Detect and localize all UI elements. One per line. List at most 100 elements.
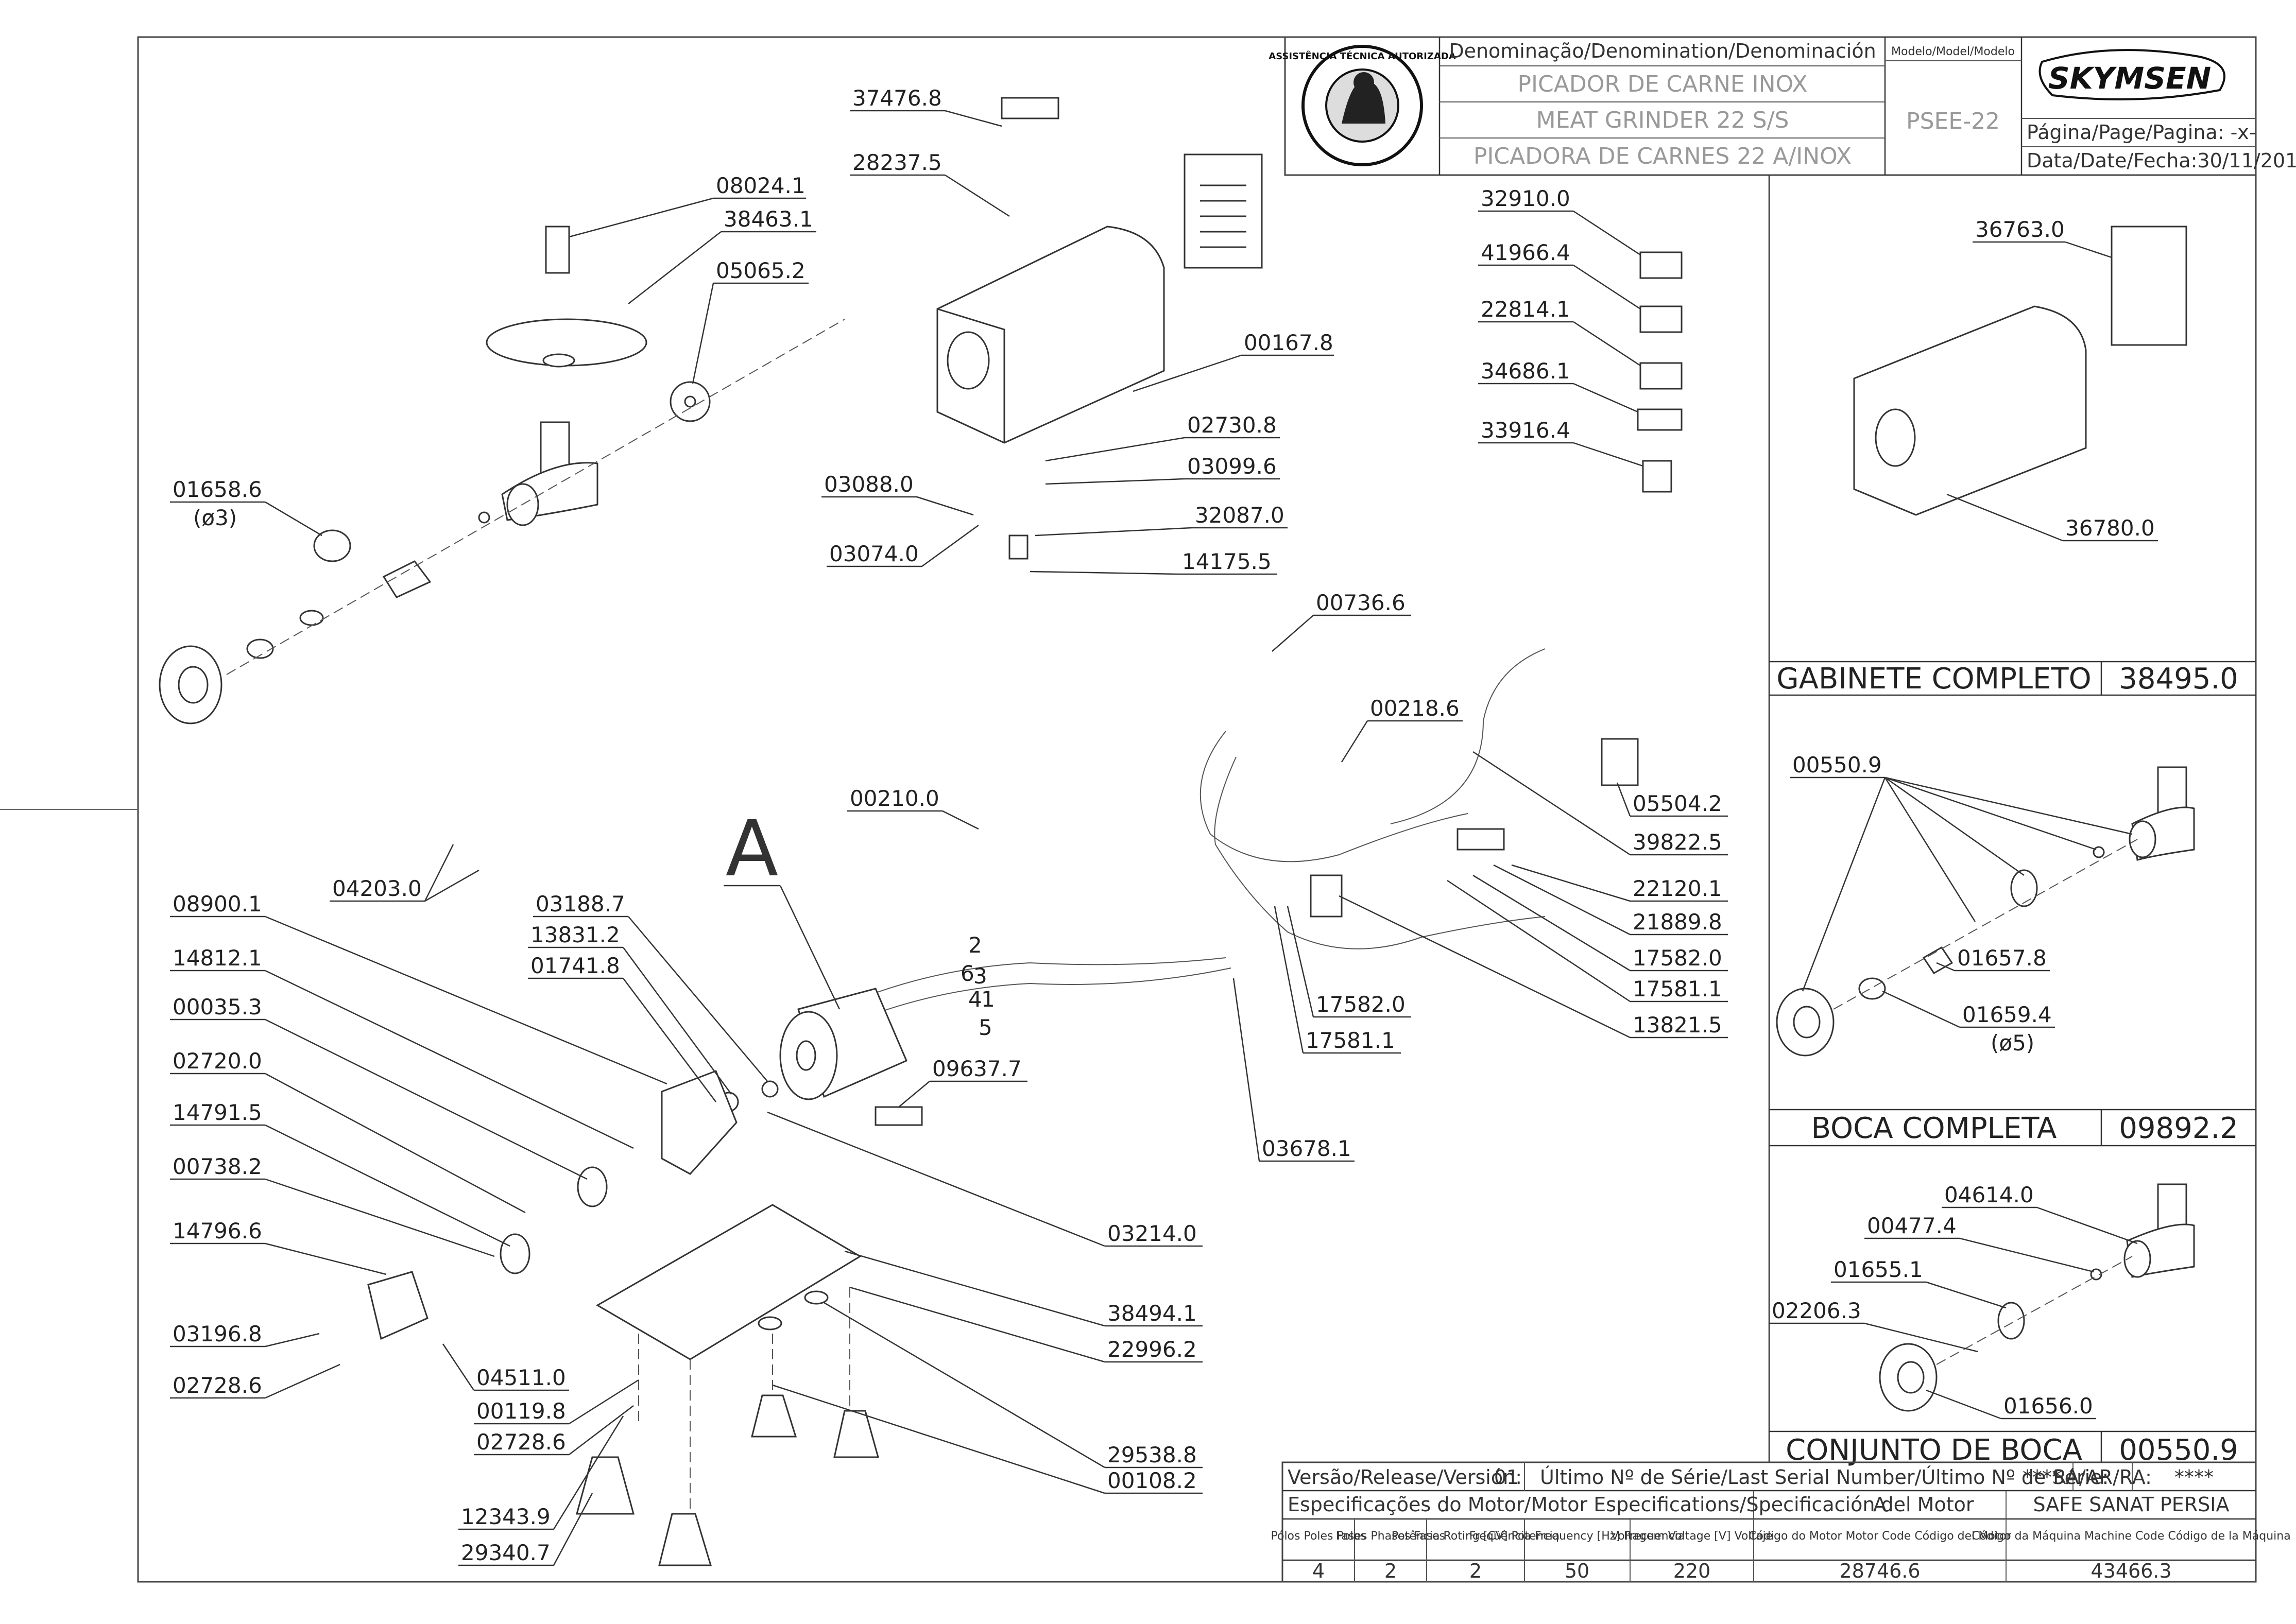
boca-name: BOCA COMPLETA [1811,1112,2057,1145]
val-voltage: 220 [1673,1560,1711,1582]
motor-spec-table: Versão/Release/Versión: 01 Último Nº de … [1271,1461,2291,1583]
title-block: ASSISTÊNCIA TÉCNICA AUTORIZADA Denominaç… [1269,36,2296,176]
part-label: 00167.8 [1244,330,1333,355]
part-label: 03678.1 [1262,1136,1351,1161]
part-label: 00477.4 [1867,1213,1957,1238]
part-label: 33916.4 [1481,418,1570,443]
parts-illustrations [159,97,2195,1566]
part-label: 21889.8 [1633,909,1722,935]
part-label: 00738.2 [173,1154,262,1179]
brand-logo: SKYMSEN [2038,49,2225,100]
part-label: 14175.5 [1182,549,1272,574]
part-label: 13831.2 [530,922,620,947]
part-label: 04511.0 [476,1365,566,1390]
part-label: 00550.9 [1792,752,1882,778]
part-label: 02728.6 [173,1373,262,1398]
col-volt: Voltagem Voltage [V] Voltaje [1611,1530,1773,1543]
col-poles: Pólos Poles Polos [1271,1530,1366,1543]
part-label: 02206.3 [1772,1298,1861,1323]
part-label: 03074.0 [829,541,919,566]
part-label: 34686.1 [1481,358,1570,384]
part-label: 03188.7 [536,891,625,917]
authorized-service-stamp: ASSISTÊNCIA TÉCNICA AUTORIZADA [1269,45,1456,166]
page-label: Página/Page/Pagina: -x- [2027,121,2256,144]
col-machine-code: Código da Máquina Machine Code Código de… [1972,1530,2290,1543]
part-label: 00119.8 [476,1398,566,1424]
boca-code: 09892.2 [2119,1112,2238,1145]
gabinete-code: 38495.0 [2119,662,2238,696]
part-label: 05504.2 [1633,791,1722,816]
col-freq: Freqüência Frequency [Hz] Frecuencia [1469,1530,1685,1543]
drawing-border [137,36,2257,1583]
name-en: MEAT GRINDER 22 S/S [1536,107,1789,133]
right-panels: GABINETE COMPLETO 38495.0 BOCA COMPLETA … [1768,175,2256,1467]
col-phases: Fases Phases Fases [1336,1530,1445,1543]
part-label: 00108.2 [1107,1468,1197,1493]
part-label: 38463.1 [724,206,813,232]
spec-header: Especificações do Motor/Motor Especifica… [1288,1493,1974,1516]
serial-value: **** [2023,1466,2062,1489]
denomination-header: Denominação/Denomination/Denominación [1449,40,1876,62]
part-label: 29340.7 [461,1540,551,1565]
part-label: 39822.5 [1633,830,1722,855]
model-header: Modelo/Model/Modelo [1891,45,2015,58]
version-value: 01 [1494,1466,1519,1489]
part-label: 22996.2 [1107,1337,1197,1362]
part-label: 02728.6 [476,1429,566,1455]
motor-letter: A [1873,1493,1887,1516]
part-label: 12343.9 [461,1504,551,1529]
part-label: 02730.8 [1187,412,1277,438]
part-label: 01657.8 [1957,945,2047,971]
wire-number: 1 [981,987,995,1012]
part-label: 03088.0 [824,472,914,497]
wire-number: 6 [961,961,974,986]
part-label: 03196.8 [173,1321,262,1346]
gabinete-name: GABINETE COMPLETO [1776,662,2091,696]
serial-label: Último Nº de Série/Last Serial Number/Úl… [1540,1466,2109,1489]
part-label: 36780.0 [2065,515,2155,541]
part-label: 01659.4 [1962,1002,2052,1027]
part-label: 29538.8 [1107,1442,1197,1467]
callout-a: A [724,804,841,1010]
part-label: 08024.1 [716,173,806,198]
part-label: 09637.7 [932,1056,1022,1081]
part-label: 41966.4 [1481,240,1570,265]
part-label: 32910.0 [1481,186,1570,211]
brand-name: SKYMSEN [2048,61,2211,96]
val-machine-code: 43466.3 [2091,1560,2171,1582]
part-label: 01741.8 [530,953,620,978]
ra-label: RA/AR/RA: [2053,1466,2152,1489]
part-label: 02720.0 [173,1048,262,1074]
part-label: 00210.0 [850,786,939,811]
part-labels: 37476.8 28237.5 08024.1 38463.1 05065.2 … [170,85,2158,1566]
part-label: 03214.0 [1107,1221,1197,1246]
part-label: 32087.0 [1195,503,1284,528]
val-phases: 2 [1384,1560,1397,1582]
part-label: 04614.0 [1944,1182,2034,1207]
stamp-text: ASSISTÊNCIA TÉCNICA AUTORIZADA [1269,50,1455,62]
version-label: Versão/Release/Versión: [1288,1466,1522,1489]
part-label: 36763.0 [1975,217,2065,242]
part-label: 00218.6 [1370,696,1460,721]
date-label: Data/Date/Fecha:30/11/2011 [2027,149,2296,172]
part-label: 17581.1 [1306,1028,1395,1053]
part-label: 38494.1 [1107,1301,1197,1326]
wire-number: 4 [968,987,982,1012]
conjunto-name: CONJUNTO DE BOCA [1786,1433,2082,1467]
part-label: 22814.1 [1481,297,1570,322]
conjunto-code: 00550.9 [2119,1433,2238,1467]
col-power: Potência Roting [CV] Potencia [1392,1530,1560,1543]
wire-number: 2 [968,932,982,958]
part-label: 22120.1 [1633,876,1722,901]
wire-number: 5 [979,1015,992,1040]
part-label: 28237.5 [852,150,942,175]
val-motor-code: 28746.6 [1839,1560,1920,1582]
wire-numbers: 2 6 3 4 1 5 [961,932,995,1040]
part-label: 14791.5 [173,1100,262,1125]
part-label: 00035.3 [173,994,262,1020]
part-label: 14812.1 [173,945,262,971]
model-code: PSEE-22 [1906,108,2000,134]
callout-a-letter: A [726,804,779,894]
part-label: 17581.1 [1633,976,1722,1001]
